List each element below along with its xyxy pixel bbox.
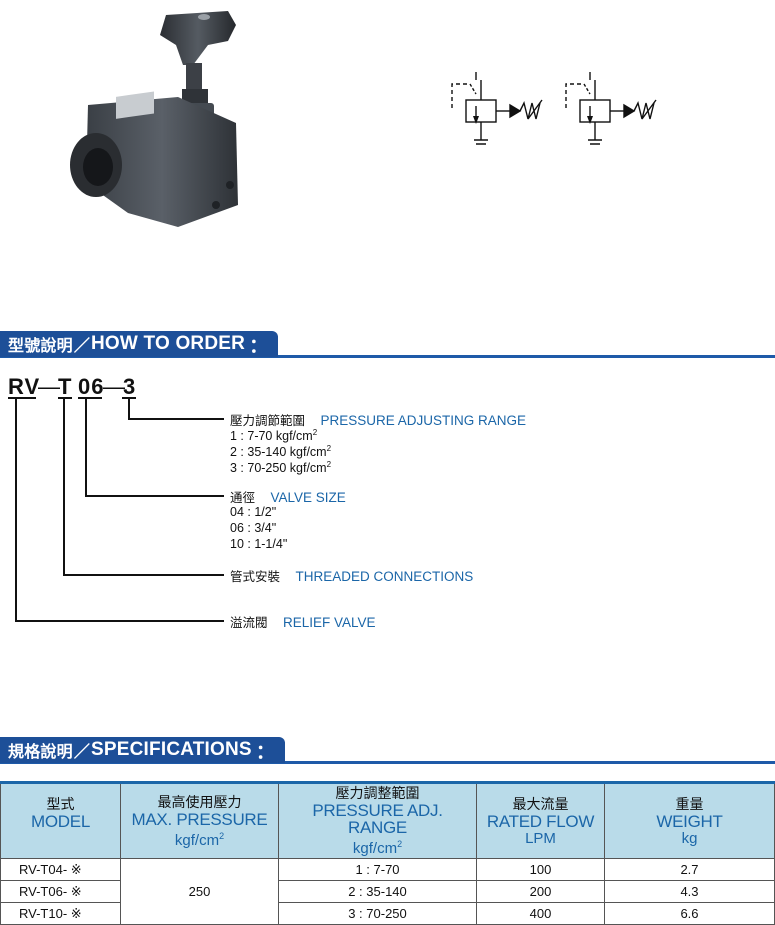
cell-model: RV-T04- ※: [0, 858, 121, 881]
title-en: HOW TO ORDER: [91, 333, 246, 354]
pressure-option-1-text: 1 : 7-70 kgf/cm: [230, 429, 313, 444]
relief-valve-en: RELIEF VALVE: [283, 615, 376, 630]
header-max-pressure-sup: 2: [219, 830, 225, 841]
pressure-option-3-text: 3 : 70-250 kgf/cm: [230, 461, 327, 476]
header-flow-zh: 最大流量: [512, 795, 569, 812]
header-flow: 最大流量 RATED FLOW LPM: [476, 781, 605, 859]
underline-size: [78, 397, 102, 399]
header-weight-en: WEIGHT: [656, 811, 723, 831]
cell-model: RV-T10- ※: [0, 902, 121, 925]
table-row: RV-T06- ※ 2 : 35-140 200 4.3: [0, 880, 775, 903]
table-row: RV-T04- ※ 250 1 : 7-70 100 2.7: [0, 858, 775, 925]
cell-range: 1 : 7-70: [278, 858, 477, 881]
hydraulic-symbol-left: [451, 72, 543, 145]
underline-t: [58, 397, 72, 399]
pressure-option-3-sup: 2: [326, 460, 332, 469]
cell-flow: 200: [476, 880, 605, 903]
cell-flow: 100: [476, 858, 605, 881]
cell-weight: 2.7: [604, 858, 775, 881]
table-header-row: 型式 MODEL 最高使用壓力 MAX. PRESSURE kgf/cm2 壓力…: [0, 781, 775, 859]
underline-range: [122, 397, 136, 399]
pressure-option-2-sup: 2: [326, 444, 332, 453]
leader-size-h: [85, 495, 224, 497]
leader-size-v: [85, 399, 87, 496]
title-zh: 型號說明: [8, 338, 73, 355]
cell-flow: 400: [476, 902, 605, 925]
title-zh: 規格說明: [8, 744, 73, 761]
valve-size-en: VALVE SIZE: [270, 490, 346, 505]
pressure-range-en: PRESSURE ADJUSTING RANGE: [320, 413, 527, 428]
leader-relief-v: [15, 399, 17, 621]
header-pressure-range: 壓力調整範圍 PRESSURE ADJ. RANGE kgf/cm2: [278, 781, 477, 859]
header-pressure-range-unit: kgf/cm: [352, 840, 398, 857]
cell-model: RV-T06- ※: [0, 880, 121, 903]
code-t: T: [58, 374, 73, 399]
pressure-option-1-sup: 2: [312, 428, 318, 437]
valve-size-zh: 通徑: [230, 491, 256, 505]
header-max-pressure-unit: kgf/cm: [174, 831, 220, 849]
code-dash-2: —: [103, 374, 126, 399]
pressure-option-2-text: 2 : 35-140 kgf/cm: [230, 445, 327, 460]
header-model: 型式 MODEL: [0, 781, 121, 859]
code-size: 06: [78, 374, 105, 399]
header-weight-unit: kg: [681, 829, 698, 847]
header-pressure-range-sup: 2: [397, 839, 403, 849]
pressure-range-label: 壓力調節範圍 PRESSURE ADJUSTING RANGE: [230, 410, 526, 429]
underline-rv: [8, 397, 36, 399]
title-en: SPECIFICATIONS: [91, 739, 252, 760]
title-colon: ：: [255, 741, 276, 763]
leader-range-v: [128, 399, 130, 419]
code-dash-1: —: [38, 374, 61, 399]
threaded-label: 管式安裝 THREADED CONNECTIONS: [230, 566, 473, 585]
pressure-option-1: 1 : 7-70 kgf/cm2: [230, 428, 317, 443]
relief-valve-product-image: [70, 11, 238, 227]
header-pressure-range-en: PRESSURE ADJ. RANGE: [312, 801, 443, 837]
table-row: RV-T10- ※ 3 : 70-250 400 6.6: [0, 902, 775, 925]
leader-relief-h: [15, 620, 224, 622]
pressure-range-zh: 壓力調節範圍: [230, 414, 306, 428]
valve-size-label: 通徑 VALVE SIZE: [230, 487, 346, 506]
header-rule: [0, 761, 775, 764]
cell-range: 2 : 35-140: [278, 880, 477, 903]
pressure-option-3: 3 : 70-250 kgf/cm2: [230, 460, 331, 475]
header-flow-unit: LPM: [525, 829, 556, 847]
threaded-zh: 管式安裝: [230, 570, 281, 584]
how-to-order-title: 型號說明 ／ HOW TO ORDER ：: [0, 331, 279, 357]
header-max-pressure-zh: 最高使用壓力: [157, 793, 242, 810]
header-model-zh: 型式: [46, 795, 75, 812]
specifications-header: 規格說明 ／ SPECIFICATIONS ：: [0, 736, 775, 764]
relief-valve-label: 溢流閥 RELIEF VALVE: [230, 612, 376, 631]
specifications-title: 規格說明 ／ SPECIFICATIONS ：: [0, 737, 286, 763]
relief-valve-zh: 溢流閥: [230, 616, 268, 630]
pressure-option-2: 2 : 35-140 kgf/cm2: [230, 444, 331, 459]
title-separator: ／: [73, 744, 91, 761]
header-flow-en: RATED FLOW: [486, 811, 595, 831]
title-separator: ／: [73, 338, 91, 355]
leader-threaded-h: [63, 574, 224, 576]
cell-weight: 6.6: [604, 902, 775, 925]
cell-weight: 4.3: [604, 880, 775, 903]
code-range: 3: [123, 374, 137, 399]
header-max-pressure-en: MAX. PRESSURE: [131, 809, 268, 829]
header-max-pressure: 最高使用壓力 MAX. PRESSURE kgf/cm2: [120, 781, 279, 859]
code-rv: RV: [8, 374, 41, 399]
threaded-en: THREADED CONNECTIONS: [295, 569, 474, 584]
header-pressure-range-zh: 壓力調整範圍: [335, 785, 420, 801]
header-model-en: MODEL: [31, 811, 90, 831]
size-option-3: 10 : 1-1/4": [230, 537, 288, 551]
cell-max-pressure: 250: [120, 858, 279, 925]
size-option-2: 06 : 3/4": [230, 521, 277, 535]
hydraulic-symbol-right: [565, 72, 657, 145]
header-rule: [0, 355, 775, 358]
header-weight-zh: 重量: [675, 795, 704, 812]
leader-threaded-v: [63, 399, 65, 575]
size-option-1: 04 : 1/2": [230, 505, 277, 519]
title-colon: ：: [249, 335, 269, 357]
cell-range: 3 : 70-250: [278, 902, 477, 925]
specifications-table: 型式 MODEL 最高使用壓力 MAX. PRESSURE kgf/cm2 壓力…: [0, 781, 775, 925]
header-weight: 重量 WEIGHT kg: [604, 781, 775, 859]
how-to-order-header: 型號說明 ／ HOW TO ORDER ：: [0, 330, 775, 358]
leader-range-h: [128, 418, 224, 420]
